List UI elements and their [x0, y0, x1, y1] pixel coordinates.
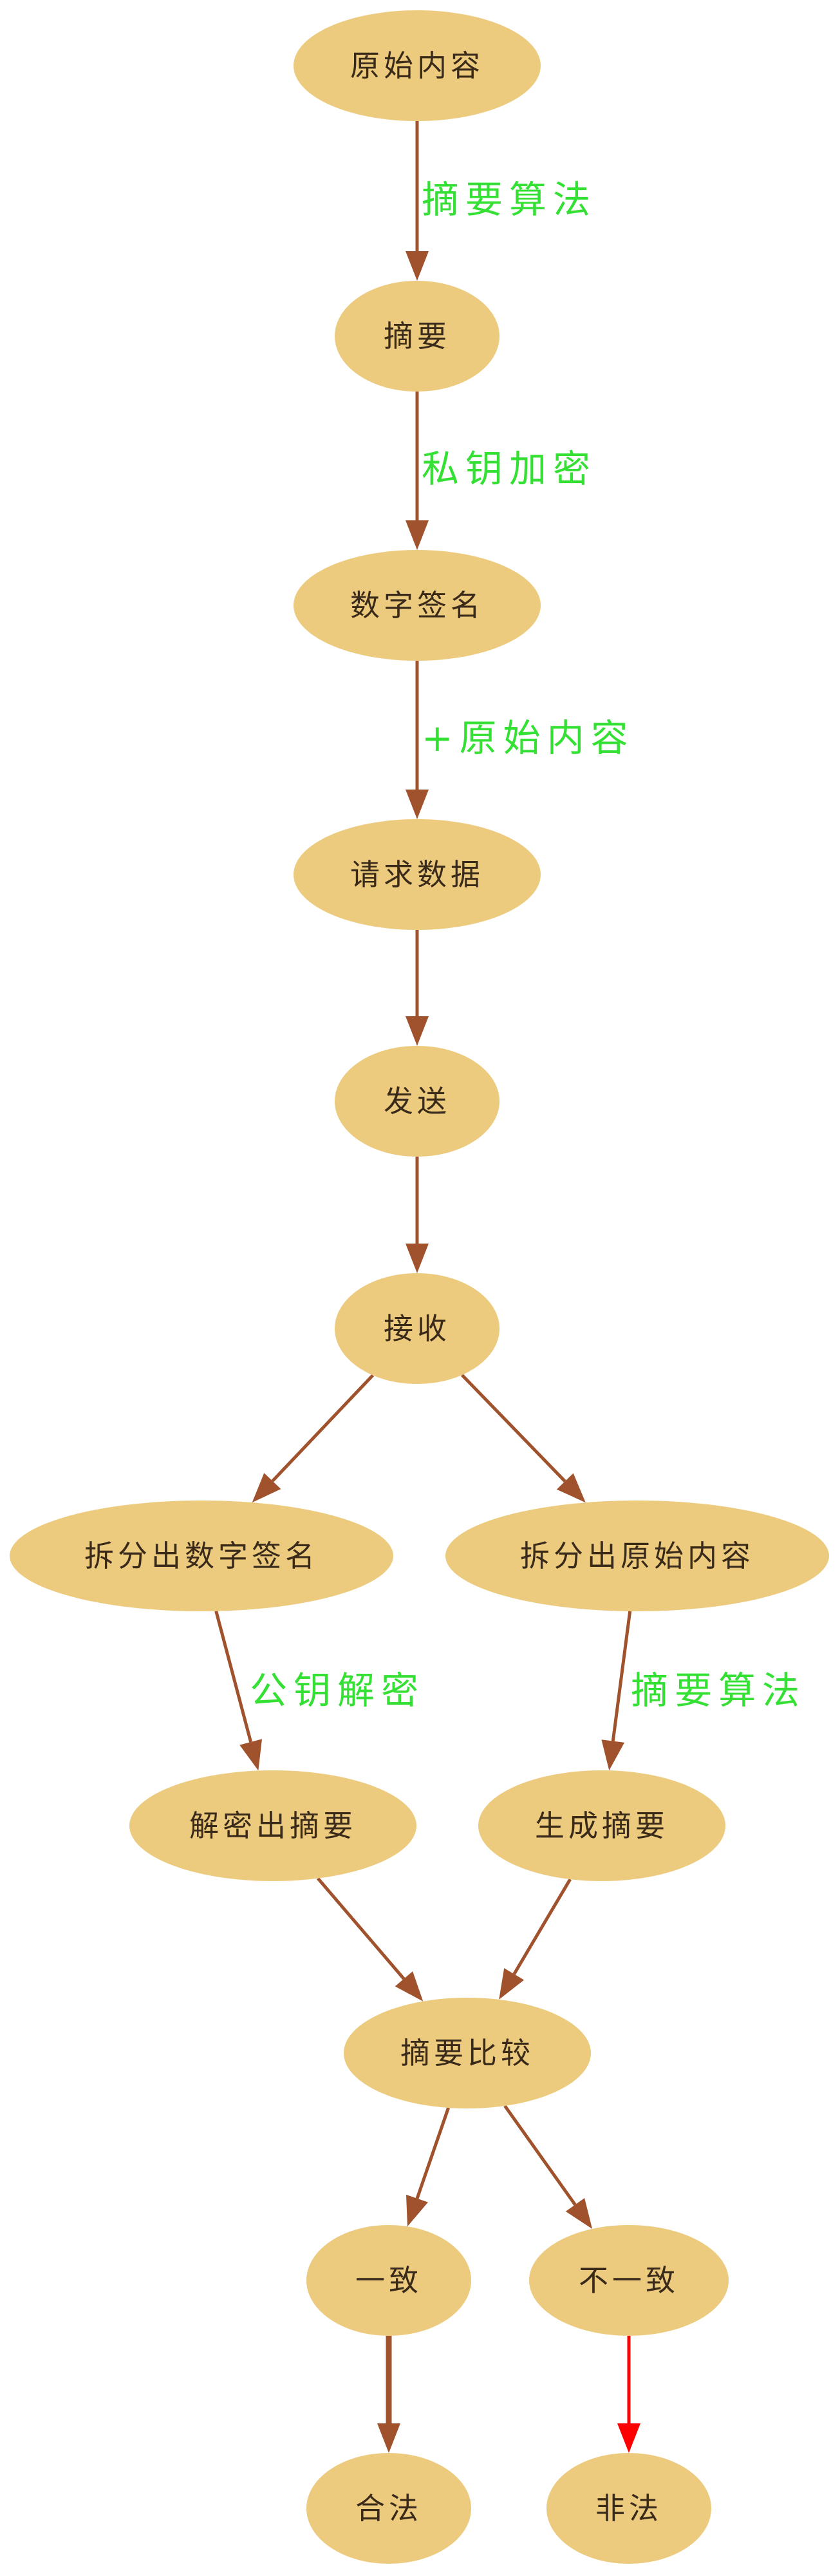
arrowhead: [377, 2423, 400, 2453]
arrowhead: [395, 1971, 424, 2002]
node-shape: [306, 2225, 471, 2336]
edge-inconsistent-to-illegal: [617, 2336, 640, 2453]
node-label: 一致: [355, 2263, 422, 2298]
node-label: 生成摘要: [535, 1808, 669, 1843]
node-label: 摘要比较: [400, 2036, 534, 2070]
arrowhead: [406, 251, 429, 281]
arrowhead: [556, 1473, 586, 1503]
edge-send-to-receive: [406, 1157, 429, 1273]
edge-labels-layer: 摘要算法私钥加密+原始内容公钥解密摘要算法: [250, 178, 806, 1712]
node-label: 摘要: [384, 319, 451, 354]
edge-line: [512, 1878, 572, 1975]
node-receive: 接收: [335, 1273, 499, 1384]
node-compare: 摘要比较: [344, 1998, 591, 2108]
node-shape: [294, 550, 541, 661]
edge-request-to-send: [406, 930, 429, 1046]
edge-line: [461, 1374, 566, 1482]
node-shape: [10, 1501, 393, 1611]
node-signature: 数字签名: [294, 550, 541, 661]
edges-layer: [214, 121, 640, 2453]
edge-split-signature-to-decrypt-digest: [214, 1611, 262, 1771]
arrowhead: [601, 1739, 625, 1771]
edge-digest-to-signature: [406, 392, 429, 550]
edge-line: [271, 1374, 375, 1482]
node-label: 请求数据: [350, 857, 484, 892]
arrowhead: [617, 2423, 640, 2453]
edge-label: 摘要算法: [422, 178, 597, 222]
edge-line: [415, 2107, 450, 2199]
node-request: 请求数据: [294, 819, 541, 930]
edge-line: [317, 1877, 406, 1980]
node-shape: [529, 2225, 729, 2336]
edge-label: 公钥解密: [250, 1669, 425, 1712]
node-shape: [294, 10, 541, 121]
edge-receive-to-split-original: [461, 1374, 586, 1503]
node-inconsistent: 不一致: [529, 2225, 729, 2336]
edge-compare-to-consistent: [406, 2107, 450, 2227]
node-shape: [294, 819, 541, 930]
arrowhead: [252, 1473, 281, 1503]
arrowhead: [406, 1244, 429, 1273]
node-legal: 合法: [306, 2453, 471, 2564]
node-shape: [335, 281, 499, 392]
node-generate-digest: 生成摘要: [478, 1770, 725, 1881]
node-original: 原始内容: [294, 10, 541, 121]
arrowhead: [406, 2194, 428, 2227]
node-label: 拆分出原始内容: [520, 1539, 754, 1573]
arrowhead: [406, 1016, 429, 1046]
node-shape: [478, 1770, 725, 1881]
arrowhead: [406, 790, 429, 819]
node-digest: 摘要: [335, 281, 499, 392]
edge-line: [503, 2105, 577, 2206]
node-shape: [335, 1046, 499, 1157]
node-split-original: 拆分出原始内容: [445, 1501, 829, 1611]
edge-label: 私钥加密: [422, 447, 597, 491]
edge-split-original-to-generate-digest: [601, 1611, 632, 1771]
arrowhead: [239, 1739, 262, 1771]
node-shape: [344, 1998, 591, 2108]
node-shape: [129, 1770, 416, 1881]
edge-generate-digest-to-compare: [499, 1878, 572, 2000]
node-send: 发送: [335, 1046, 499, 1157]
node-label: 原始内容: [350, 48, 484, 83]
node-label: 数字签名: [350, 588, 484, 623]
node-illegal: 非法: [546, 2453, 711, 2564]
node-split-signature: 拆分出数字签名: [10, 1501, 393, 1611]
node-label: 发送: [384, 1084, 451, 1119]
edge-label: 摘要算法: [631, 1669, 806, 1712]
edge-label: +原始内容: [422, 716, 635, 760]
edge-decrypt-digest-to-compare: [317, 1877, 424, 2002]
node-shape: [335, 1273, 499, 1384]
node-shape: [445, 1501, 829, 1611]
node-consistent: 一致: [306, 2225, 471, 2336]
arrowhead: [565, 2198, 593, 2229]
node-label: 不一致: [579, 2263, 679, 2298]
node-decrypt-digest: 解密出摘要: [129, 1770, 416, 1881]
edge-line: [611, 1611, 632, 1741]
node-shape: [306, 2453, 471, 2564]
node-label: 接收: [384, 1311, 451, 1346]
node-shape: [546, 2453, 711, 2564]
arrowhead: [406, 520, 429, 550]
edge-original-to-digest: [406, 121, 429, 281]
edge-compare-to-inconsistent: [503, 2105, 593, 2229]
edge-line: [214, 1611, 253, 1743]
node-label: 非法: [595, 2491, 662, 2526]
edge-receive-to-split-signature: [252, 1374, 375, 1503]
edge-signature-to-request: [406, 661, 429, 819]
edge-consistent-to-legal: [377, 2336, 400, 2453]
node-label: 拆分出数字签名: [84, 1539, 319, 1573]
node-label: 解密出摘要: [189, 1808, 357, 1843]
node-label: 合法: [355, 2491, 422, 2526]
arrowhead: [499, 1968, 525, 2000]
